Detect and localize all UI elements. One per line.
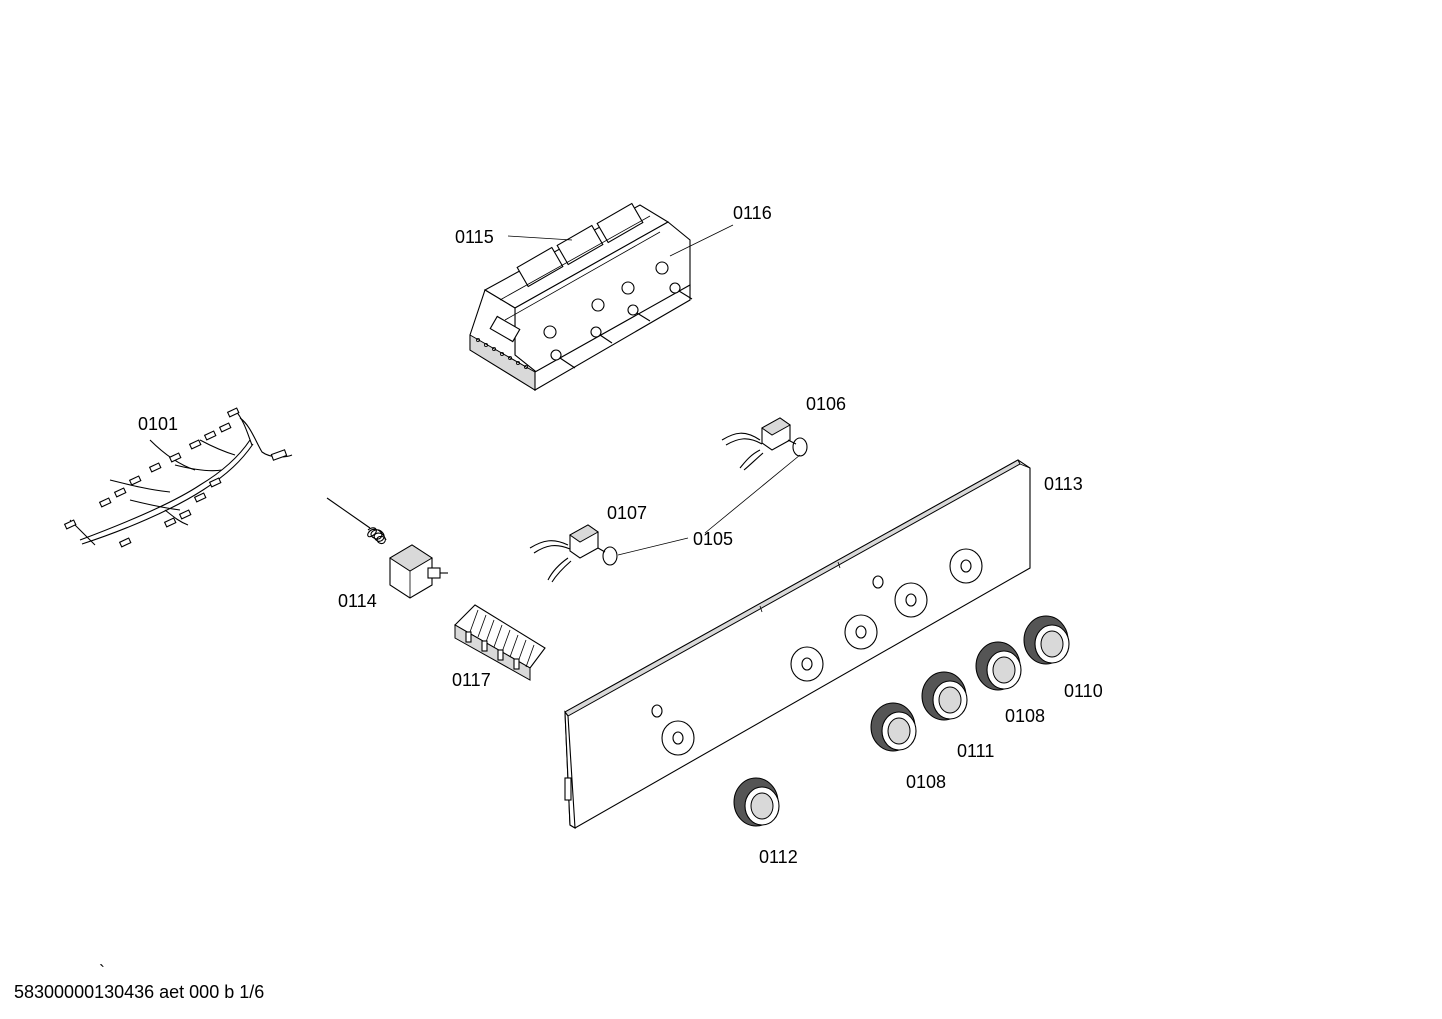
control-panel-fascia — [564, 459, 1031, 830]
label-0110: 0110 — [1064, 681, 1103, 701]
label-0111: 0111 — [957, 741, 994, 761]
label-0108-lower: 0108 — [906, 772, 946, 792]
knob-0112 — [733, 777, 780, 827]
label-0107: 0107 — [607, 503, 647, 523]
label-0116: 0116 — [733, 203, 772, 223]
knob-0108-lower — [870, 702, 917, 752]
label-0115: 0115 — [455, 227, 494, 247]
part-labels: 0101 0105 0106 0107 0108 0108 0110 0111 … — [138, 203, 1103, 867]
thermostat — [326, 497, 448, 599]
footer-tick: ` — [99, 962, 105, 982]
label-0114: 0114 — [338, 591, 377, 611]
micro-switch-lower — [529, 524, 618, 583]
label-0106: 0106 — [806, 394, 846, 414]
micro-switch-upper — [721, 417, 808, 471]
terminal-block — [454, 604, 546, 681]
label-0117: 0117 — [452, 670, 491, 690]
label-0105: 0105 — [693, 529, 733, 549]
label-0108-upper: 0108 — [1005, 706, 1045, 726]
leader-lines — [507, 224, 801, 556]
wiring-harness — [63, 407, 293, 548]
knob-0111 — [921, 671, 968, 721]
knob-0110 — [1023, 615, 1070, 665]
label-0101: 0101 — [138, 414, 178, 434]
knob-0108-upper — [975, 641, 1022, 691]
panel-knob-holes — [651, 548, 983, 756]
label-0113: 0113 — [1044, 474, 1083, 494]
document-id: 58300000130436 aet 000 b 1/6 — [14, 982, 264, 1002]
switch-block-housing — [469, 202, 693, 391]
label-0112: 0112 — [759, 847, 798, 867]
